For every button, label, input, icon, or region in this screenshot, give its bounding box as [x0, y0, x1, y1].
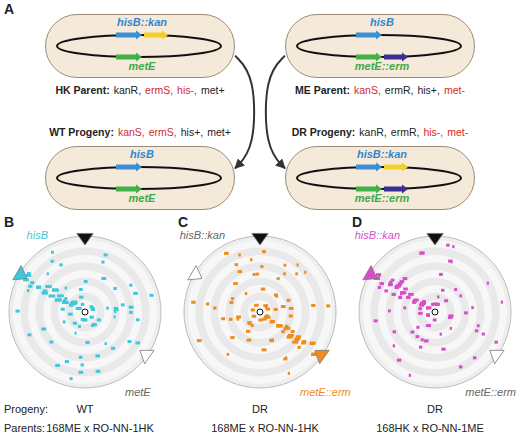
strain-name: DR Progeny: [292, 126, 356, 139]
phenotype: kanS, [354, 84, 381, 97]
gene-label: metE [129, 192, 156, 205]
phenotype: met- [447, 126, 468, 139]
bacterial-cell: hisB::kanmetE [45, 14, 235, 78]
phenotype: kanR, [359, 126, 386, 139]
plot-label: metE::erm [300, 385, 351, 399]
gene-label: metE::erm [355, 60, 409, 73]
bacterial-cell: hisB metE [45, 146, 235, 210]
phenotype: met+ [207, 126, 231, 139]
circular-plot [359, 233, 511, 388]
panel-letter: B [4, 214, 14, 231]
phenotype: ermR, [391, 126, 420, 139]
genotype-line: ME Parent: kanS, ermR,his+, met- [295, 84, 465, 97]
bacterial-cell: hisB::kanmetE::erm [285, 146, 475, 210]
genotype-line: DR Progeny:kanR, ermR,his-, met- [292, 126, 468, 139]
bacterial-cell: hisBmetE::erm [285, 14, 475, 78]
cross-arrow [235, 56, 254, 169]
strain-name: WT Progeny: [49, 126, 114, 139]
phenotype: met+ [201, 84, 225, 97]
phenotype: his-, [177, 84, 197, 97]
plot-label: hisB::kan [355, 228, 400, 242]
phenotype: his+, [417, 84, 439, 97]
gene-label: hisB [130, 148, 154, 161]
phenotype: ermS, [145, 84, 173, 97]
circular-plots [9, 233, 511, 388]
panel-letter: D [352, 214, 362, 231]
phenotype: kanR, [114, 84, 141, 97]
plot-label: 168HK x RO-NN-1ME [376, 421, 484, 435]
plot-label: 168ME x RO-NN-1HK [46, 421, 154, 435]
plot-label: 168ME x RO-NN-1HK [211, 421, 319, 435]
genotype-line: HK Parent: kanR, ermS, his-, met+ [55, 84, 224, 97]
panel-letter: C [178, 214, 188, 231]
phenotype: met- [444, 84, 465, 97]
plot-label: Progeny: [4, 402, 48, 416]
gene-label: metE::erm [355, 192, 409, 205]
plot-label: DR [252, 402, 268, 416]
circular-plot [9, 233, 161, 388]
gene-label: hisB::kan [357, 148, 407, 161]
genotype-line: WT Progeny: kanS, ermS, his+, met+ [49, 126, 231, 139]
gene-label: hisB [370, 16, 394, 29]
phenotype: ermS, [149, 126, 177, 139]
plot-label: Parents: [4, 421, 45, 435]
plot-label: hisB [27, 228, 48, 242]
plot-label: metE [125, 385, 151, 399]
strain-name: ME Parent: [295, 84, 350, 97]
strain-name: HK Parent: [55, 84, 109, 97]
phenotype: kanS, [118, 126, 145, 139]
plot-label: DR [427, 402, 443, 416]
gene-label: metE [129, 60, 156, 73]
phenotype: his-, [423, 126, 443, 139]
plot-label: hisB::kan [180, 228, 225, 242]
panel-letter: A [4, 1, 14, 18]
plot-label: WT [76, 402, 93, 416]
cross-arrow [266, 56, 285, 169]
phenotype: his+, [181, 126, 203, 139]
gene-label: hisB::kan [117, 16, 167, 29]
phenotype: ermR, [385, 84, 414, 97]
circular-plot [184, 233, 336, 388]
plot-label: metE::erm [465, 385, 516, 399]
